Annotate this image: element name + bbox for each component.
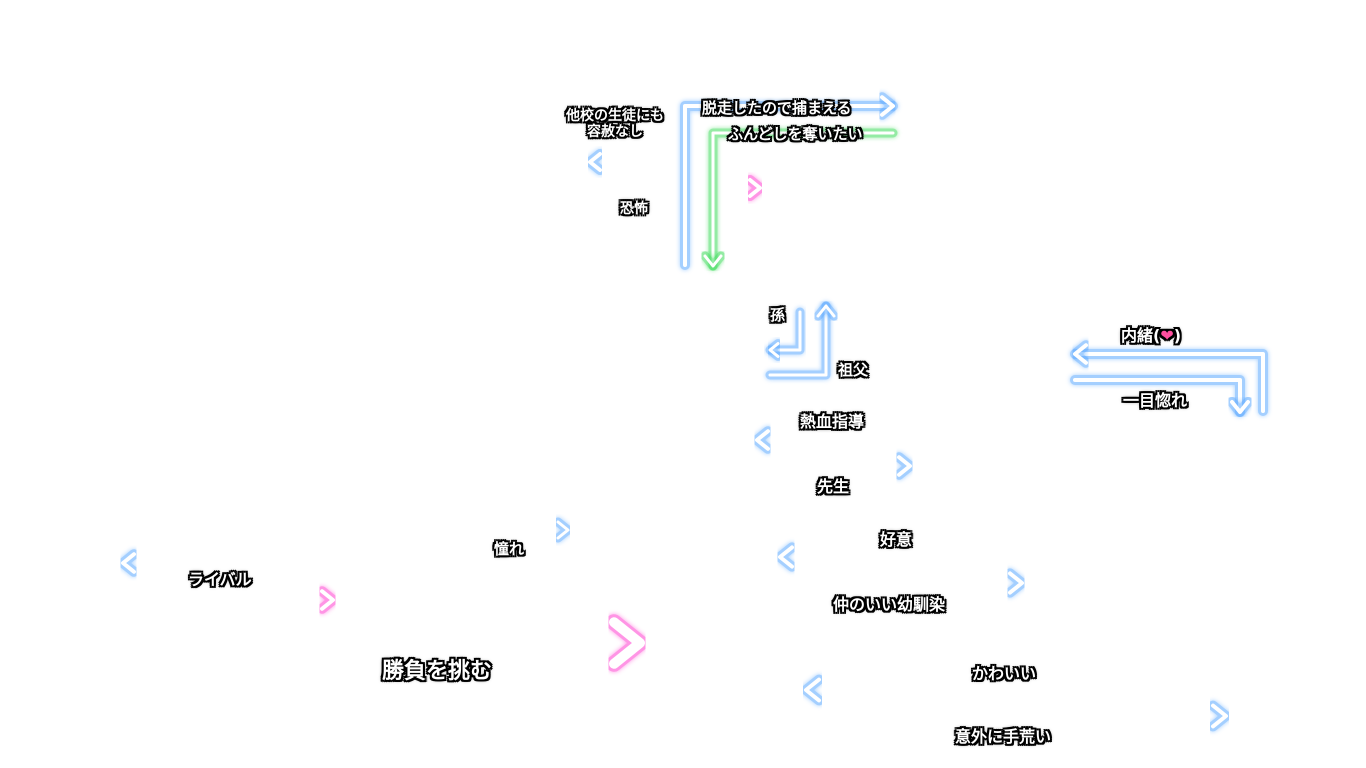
label-close-childhood-friend: 仲のいい幼馴染 (833, 595, 946, 614)
arrow-love-first-sight (1070, 375, 1253, 417)
arrow-grandfather (765, 301, 839, 380)
arrow-rival (118, 549, 338, 577)
label-challenge: 勝負を挑む (382, 659, 493, 684)
label-cute: かわいい (972, 664, 1037, 683)
arrow-secret-love (1070, 340, 1268, 416)
arrow-surprisingly-rough (801, 700, 1231, 732)
arrow-goodwill (775, 542, 1027, 572)
label-secret-love: 内緒(❤) (1121, 326, 1182, 345)
arrow-want-fundoshi (700, 128, 898, 271)
arrow-caught-escape (680, 92, 898, 270)
label-surprisingly-rough: 意外に手荒い (955, 727, 1052, 746)
arrow-passionate-guidance (752, 426, 915, 454)
arrow-grandson (765, 307, 805, 361)
label-caught-escape: 脱走したので捕まえる (702, 99, 852, 117)
label-goodwill: 好意 (880, 530, 913, 549)
label-passionate-guidance: 熱血指導 (800, 412, 865, 431)
label-grandson: 孫 (770, 306, 786, 324)
arrow-teacher (752, 452, 915, 480)
arrow-challenge (280, 614, 648, 672)
label-admiration: 憧れ (494, 540, 525, 558)
arrow-rival-pink (118, 586, 338, 614)
label-grandfather: 祖父 (838, 361, 869, 379)
label-teacher: 先生 (817, 477, 850, 496)
heart-icon: ❤ (1160, 326, 1174, 345)
arrow-cute (801, 674, 1229, 706)
label-fear: 恐怖 (620, 201, 648, 217)
arrow-admiration (460, 517, 573, 543)
arrow-close-childhood-friend (775, 568, 1027, 598)
arrows-group (118, 92, 1268, 732)
label-love-at-first-sight: 一目惚れ (1123, 391, 1188, 410)
label-rival: ライバル (188, 570, 252, 589)
label-other-students: 他校の生徒にも容赦なし (566, 108, 664, 141)
arrow-fear (585, 175, 765, 201)
label-want-fundoshi: ふんどしを奪いたい (728, 125, 863, 143)
